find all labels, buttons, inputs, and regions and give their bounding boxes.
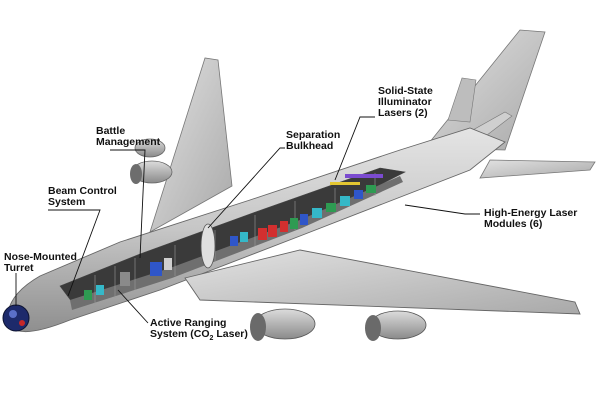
separation-bulkhead: [200, 223, 216, 269]
label-battle-management: Battle Management: [96, 125, 161, 148]
active-ranging-line2: System (CO2 Laser): [150, 328, 248, 343]
label-beam-control-system: Beam Control System: [48, 185, 117, 208]
label-active-ranging-system: Active Ranging System (CO2 Laser): [150, 317, 248, 343]
lower-engine-outer: [365, 310, 427, 341]
lower-engine-inner: [250, 308, 316, 341]
label-high-energy-laser-modules: High-Energy Laser Modules (6): [484, 207, 578, 230]
upper-engine-outer: [134, 138, 166, 158]
equipment-modules: [84, 174, 383, 300]
label-separation-bulkhead: Separation Bulkhead: [286, 129, 341, 152]
upper-engine-inner: [130, 160, 173, 184]
upper-wing: [149, 57, 233, 233]
lower-wing: [184, 249, 581, 315]
dorsal-fin: [447, 77, 477, 123]
label-solid-state-illuminator-lasers: Solid-State Illuminator Lasers (2): [378, 85, 433, 119]
cutaway-floor: [70, 176, 403, 310]
nose-turret: [2, 304, 30, 332]
label-nose-mounted-turret: Nose-Mounted Turret: [4, 251, 77, 274]
leader-lines: [15, 116, 480, 324]
horizontal-stabilizer-right: [479, 159, 596, 179]
